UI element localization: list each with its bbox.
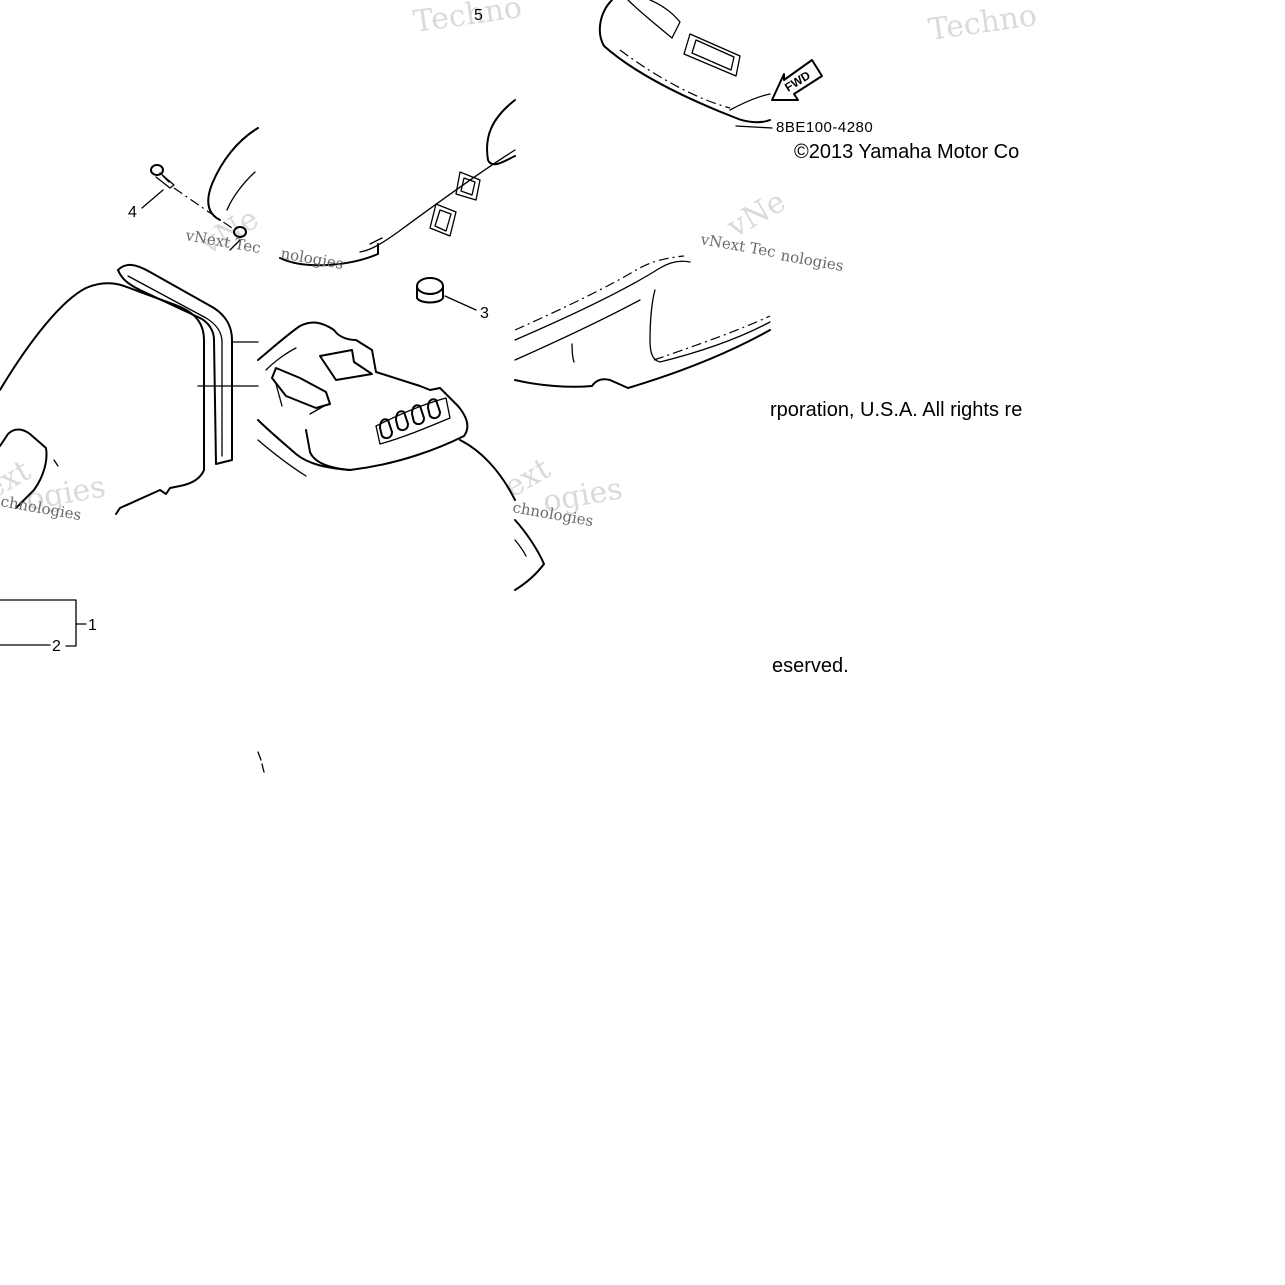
callout-5: 5 <box>474 7 483 24</box>
stray-mark <box>257 751 265 773</box>
copyright-line-2: rporation, U.S.A. All rights re <box>770 399 1022 421</box>
tile-top-middle: 5 nologies <box>279 7 516 273</box>
bolt-part-4 <box>150 164 175 189</box>
callout-2: 2 <box>52 638 61 655</box>
watermark-nologies-small: nologies <box>279 244 345 273</box>
vent-slots <box>375 397 451 445</box>
watermark-techno-top: Techno <box>411 0 524 40</box>
callout-1: 1 <box>88 617 97 634</box>
callout-3: 3 <box>480 305 489 322</box>
tile-lower-left: 1 2 <box>0 599 97 655</box>
hood-shell <box>0 282 205 515</box>
callout-4: 4 <box>128 204 137 221</box>
leader-4 <box>141 189 164 209</box>
watermark-techno-right: Techno <box>926 0 1039 48</box>
weatherstrip <box>117 264 233 465</box>
cover-edge <box>207 127 259 221</box>
tile-top-left: 4 vNext Tec <box>128 127 262 257</box>
copyright-line-3: eserved. <box>772 655 849 677</box>
cap-part-3 <box>416 277 444 304</box>
bracket-1 <box>0 599 77 647</box>
dash-4 <box>173 187 233 229</box>
tile-lower-center <box>514 519 545 591</box>
washer <box>233 226 247 238</box>
copyright-line-1: ©2013 Yamaha Motor Co <box>794 141 1019 163</box>
fwd-arrow: FWD <box>771 59 823 101</box>
tile-middle-right: vNext Tec nologies <box>514 230 845 389</box>
part-code: 8BE100-4280 <box>776 119 873 136</box>
watermark-nologies-right: nologies <box>779 246 845 275</box>
watermark-layer: Techno Techno vNe vNe ext ext ogies ogie… <box>0 0 1039 520</box>
